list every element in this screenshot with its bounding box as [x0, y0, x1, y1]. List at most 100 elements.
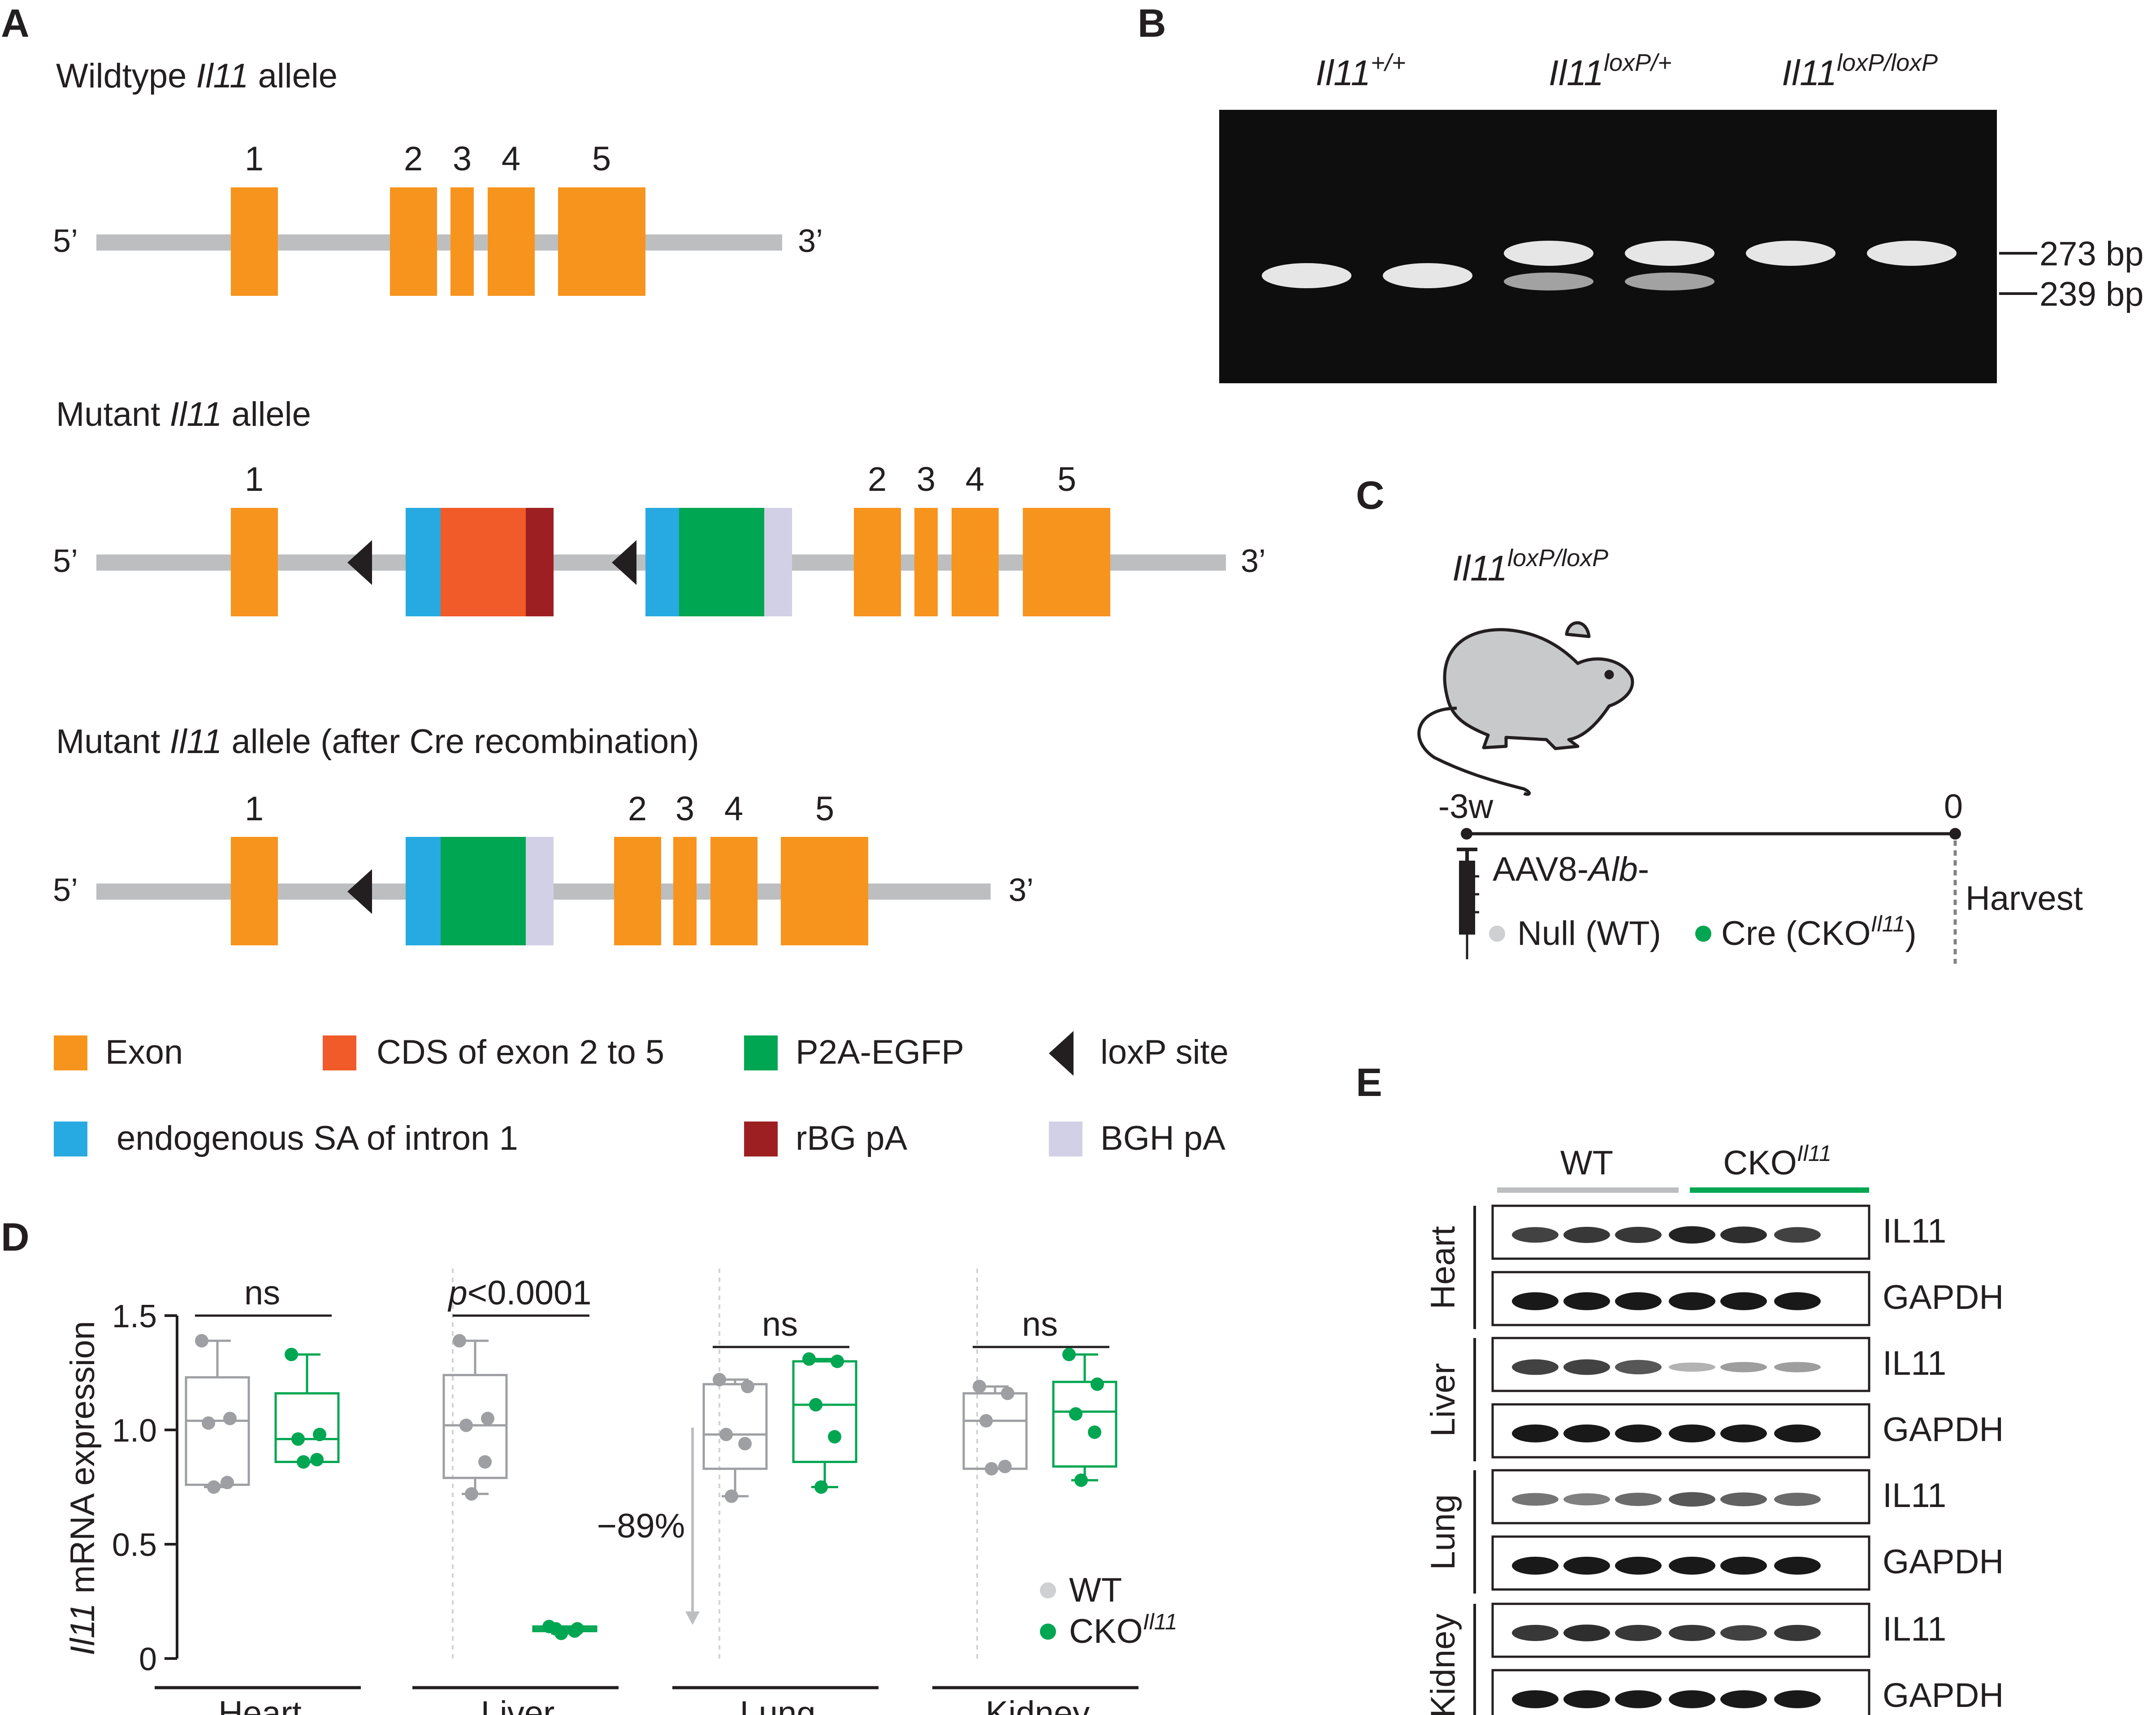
blot-row-label: IL11 — [1883, 1344, 1946, 1382]
rbg-pa-box — [526, 508, 554, 616]
tissue-label: Heart — [1424, 1226, 1462, 1309]
y-tick-label: 1.0 — [112, 1413, 157, 1449]
blot-row-label: GAPDH — [1883, 1676, 2004, 1715]
blot-band-gapdh — [1615, 1292, 1662, 1310]
gel-band-239 — [1262, 263, 1351, 288]
significance-p: p — [447, 1274, 467, 1312]
data-point-cko — [285, 1347, 298, 1361]
three-prime-label: 3’ — [1009, 872, 1034, 908]
timeline-start-dot — [1461, 828, 1472, 840]
gel-band-273 — [1625, 241, 1714, 266]
data-point-cko — [313, 1428, 326, 1442]
data-point-wt — [741, 1380, 754, 1394]
exon-4 — [952, 508, 999, 616]
decrease-arrowhead — [685, 1611, 700, 1625]
loxp-site-triangle — [612, 540, 636, 585]
legend-dot-wt — [1040, 1582, 1056, 1598]
mutant-allele-title: Mutant Il11 allele — [56, 395, 311, 433]
five-prime-label: 5’ — [53, 223, 78, 259]
data-point-cko — [1062, 1347, 1076, 1361]
blot-band-gapdh — [1512, 1556, 1559, 1575]
blot-row-label: IL11 — [1883, 1477, 1946, 1515]
blot-band-il11 — [1512, 1359, 1559, 1375]
blot-band-gapdh — [1512, 1690, 1559, 1708]
sa-box — [406, 837, 441, 945]
timeline-start-label: -3w — [1438, 788, 1494, 826]
blot-band-gapdh — [1563, 1292, 1610, 1310]
data-point-wt — [1001, 1386, 1014, 1400]
legend-swatch-bgh-pa — [1049, 1122, 1082, 1156]
legend-label-p2a-egfp: P2A-EGFP — [796, 1033, 964, 1071]
legend-swatch-p2a-egfp — [744, 1035, 778, 1070]
data-point-cko — [802, 1352, 816, 1366]
legend-label-cko: CKOIl11 — [1069, 1609, 1178, 1650]
cre-allele-title: Mutant Il11 allele (after Cre recombinat… — [56, 723, 699, 761]
gel-image — [1219, 110, 1997, 383]
exon-5 — [558, 187, 645, 296]
blot-row-label: GAPDH — [1883, 1543, 2004, 1581]
exon-number-3: 3 — [917, 460, 935, 498]
significance-label: ns — [762, 1305, 798, 1343]
blot-band-il11 — [1774, 1227, 1821, 1243]
exon-3 — [673, 837, 697, 945]
exon-number-1: 1 — [245, 460, 264, 498]
blot-band-il11 — [1615, 1493, 1662, 1506]
box-wt — [442, 1374, 508, 1479]
data-point-wt — [195, 1334, 208, 1348]
blot-band-gapdh — [1669, 1556, 1715, 1575]
syringe-icon — [1457, 848, 1479, 959]
blot-band-il11 — [1669, 1624, 1715, 1641]
gel-bands — [1262, 241, 1957, 290]
cre-allele-diagram: 5’ 3’ 1 2 3 4 5 — [53, 790, 1034, 945]
group-label-cko: CKOIl11 — [1723, 1141, 1831, 1182]
blot-row-label: GAPDH — [1883, 1411, 2004, 1449]
panel-c: C Il11loxP/loxP -3w 0 AAV8-Alb- Null (WT… — [1356, 473, 2083, 964]
loxp-site-triangle — [347, 869, 372, 914]
panel-a-label: A — [1, 1, 30, 45]
blot-band-il11 — [1720, 1226, 1767, 1243]
blot-band-il11 — [1669, 1492, 1715, 1507]
legend-label-loxp: loxP site — [1100, 1033, 1229, 1071]
exon-4 — [710, 837, 758, 945]
y-axis-label: Il11 mRNA expression — [64, 1321, 102, 1655]
tissue-label: Liver — [1424, 1363, 1462, 1437]
exon-number-3: 3 — [453, 140, 472, 178]
exon-number-1: 1 — [245, 140, 264, 178]
data-point-cko — [831, 1355, 844, 1368]
timeline-end-dot — [1949, 828, 1961, 840]
gel-band-239 — [1383, 263, 1472, 288]
mouse-genotype-label: Il11loxP/loxP — [1452, 545, 1608, 588]
panel-a: A Wildtype Il11 allele Mutant Il11 allel… — [1, 1, 1266, 1157]
bgh-pa-box — [764, 508, 792, 616]
panel-e-label: E — [1356, 1060, 1382, 1104]
harvest-label: Harvest — [1966, 879, 2083, 918]
wt-allele-diagram: 5’ 3’ 1 2 3 4 5 — [53, 140, 823, 296]
blot-band-gapdh — [1563, 1690, 1610, 1708]
data-point-cko — [1088, 1425, 1101, 1439]
data-point-wt — [979, 1414, 993, 1428]
data-point-wt — [223, 1412, 237, 1425]
legend-label-exon: Exon — [105, 1033, 183, 1071]
percent-change-label: −89% — [597, 1507, 685, 1545]
tissue-label: Kidney — [1424, 1614, 1462, 1715]
timeline-end-label: 0 — [1944, 788, 1963, 826]
x-group-label: Liver — [481, 1694, 555, 1715]
y-tick-label: 0 — [139, 1641, 157, 1677]
blot-band-il11 — [1720, 1492, 1767, 1507]
blot-band-gapdh — [1774, 1556, 1821, 1575]
blot-band-gapdh — [1720, 1556, 1767, 1575]
exon-4 — [488, 187, 535, 296]
legend-label-sa: endogenous SA of intron 1 — [117, 1119, 518, 1157]
sa-box — [406, 508, 441, 616]
blot-band-il11 — [1774, 1493, 1821, 1506]
blot-band-il11 — [1720, 1362, 1767, 1373]
wt-allele-title: Wildtype Il11 allele — [56, 57, 338, 95]
gel-band-273 — [1504, 241, 1593, 266]
blot-band-il11 — [1512, 1624, 1559, 1641]
data-point-wt — [465, 1487, 478, 1501]
cds-box — [441, 508, 526, 616]
legend-swatch-exon — [54, 1035, 87, 1070]
data-point-wt — [985, 1462, 998, 1476]
data-point-cko — [814, 1480, 828, 1494]
